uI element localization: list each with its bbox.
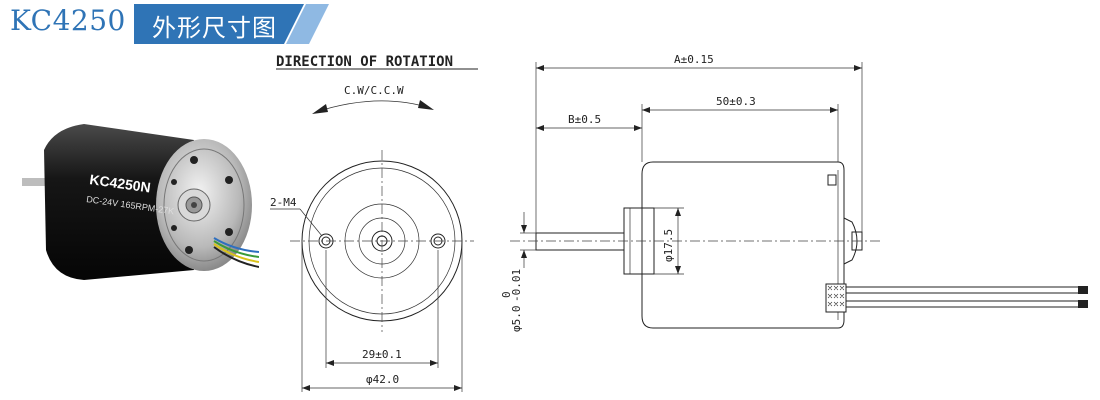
rotation-label: C.W/C.C.W — [344, 84, 404, 97]
shaft-tol-lower: -0.01 — [510, 269, 523, 302]
boss-diameter-dim: φ17.5 — [662, 229, 675, 262]
rotation-heading: DIRECTION OF ROTATION — [276, 54, 453, 70]
section-banner — [134, 4, 329, 44]
model-title: KC4250 — [10, 4, 126, 37]
section-title: 外形尺寸图 — [152, 14, 277, 42]
diameter-dim: φ42.0 — [366, 373, 399, 386]
hole-spacing-dim: 29±0.1 — [362, 348, 402, 361]
hole-callout: 2-M4 — [270, 196, 297, 209]
shaft-tol-upper: 0 — [500, 291, 513, 298]
motor-photo: KC4250N DC-24V 165RPM-27K — [22, 124, 259, 280]
shaft-diameter-dim: φ5.0 — [510, 306, 523, 333]
body-length-dim: 50±0.3 — [716, 95, 756, 108]
shaft-length-dim: B±0.5 — [568, 113, 601, 126]
overall-length-dim: A±0.15 — [674, 53, 714, 66]
